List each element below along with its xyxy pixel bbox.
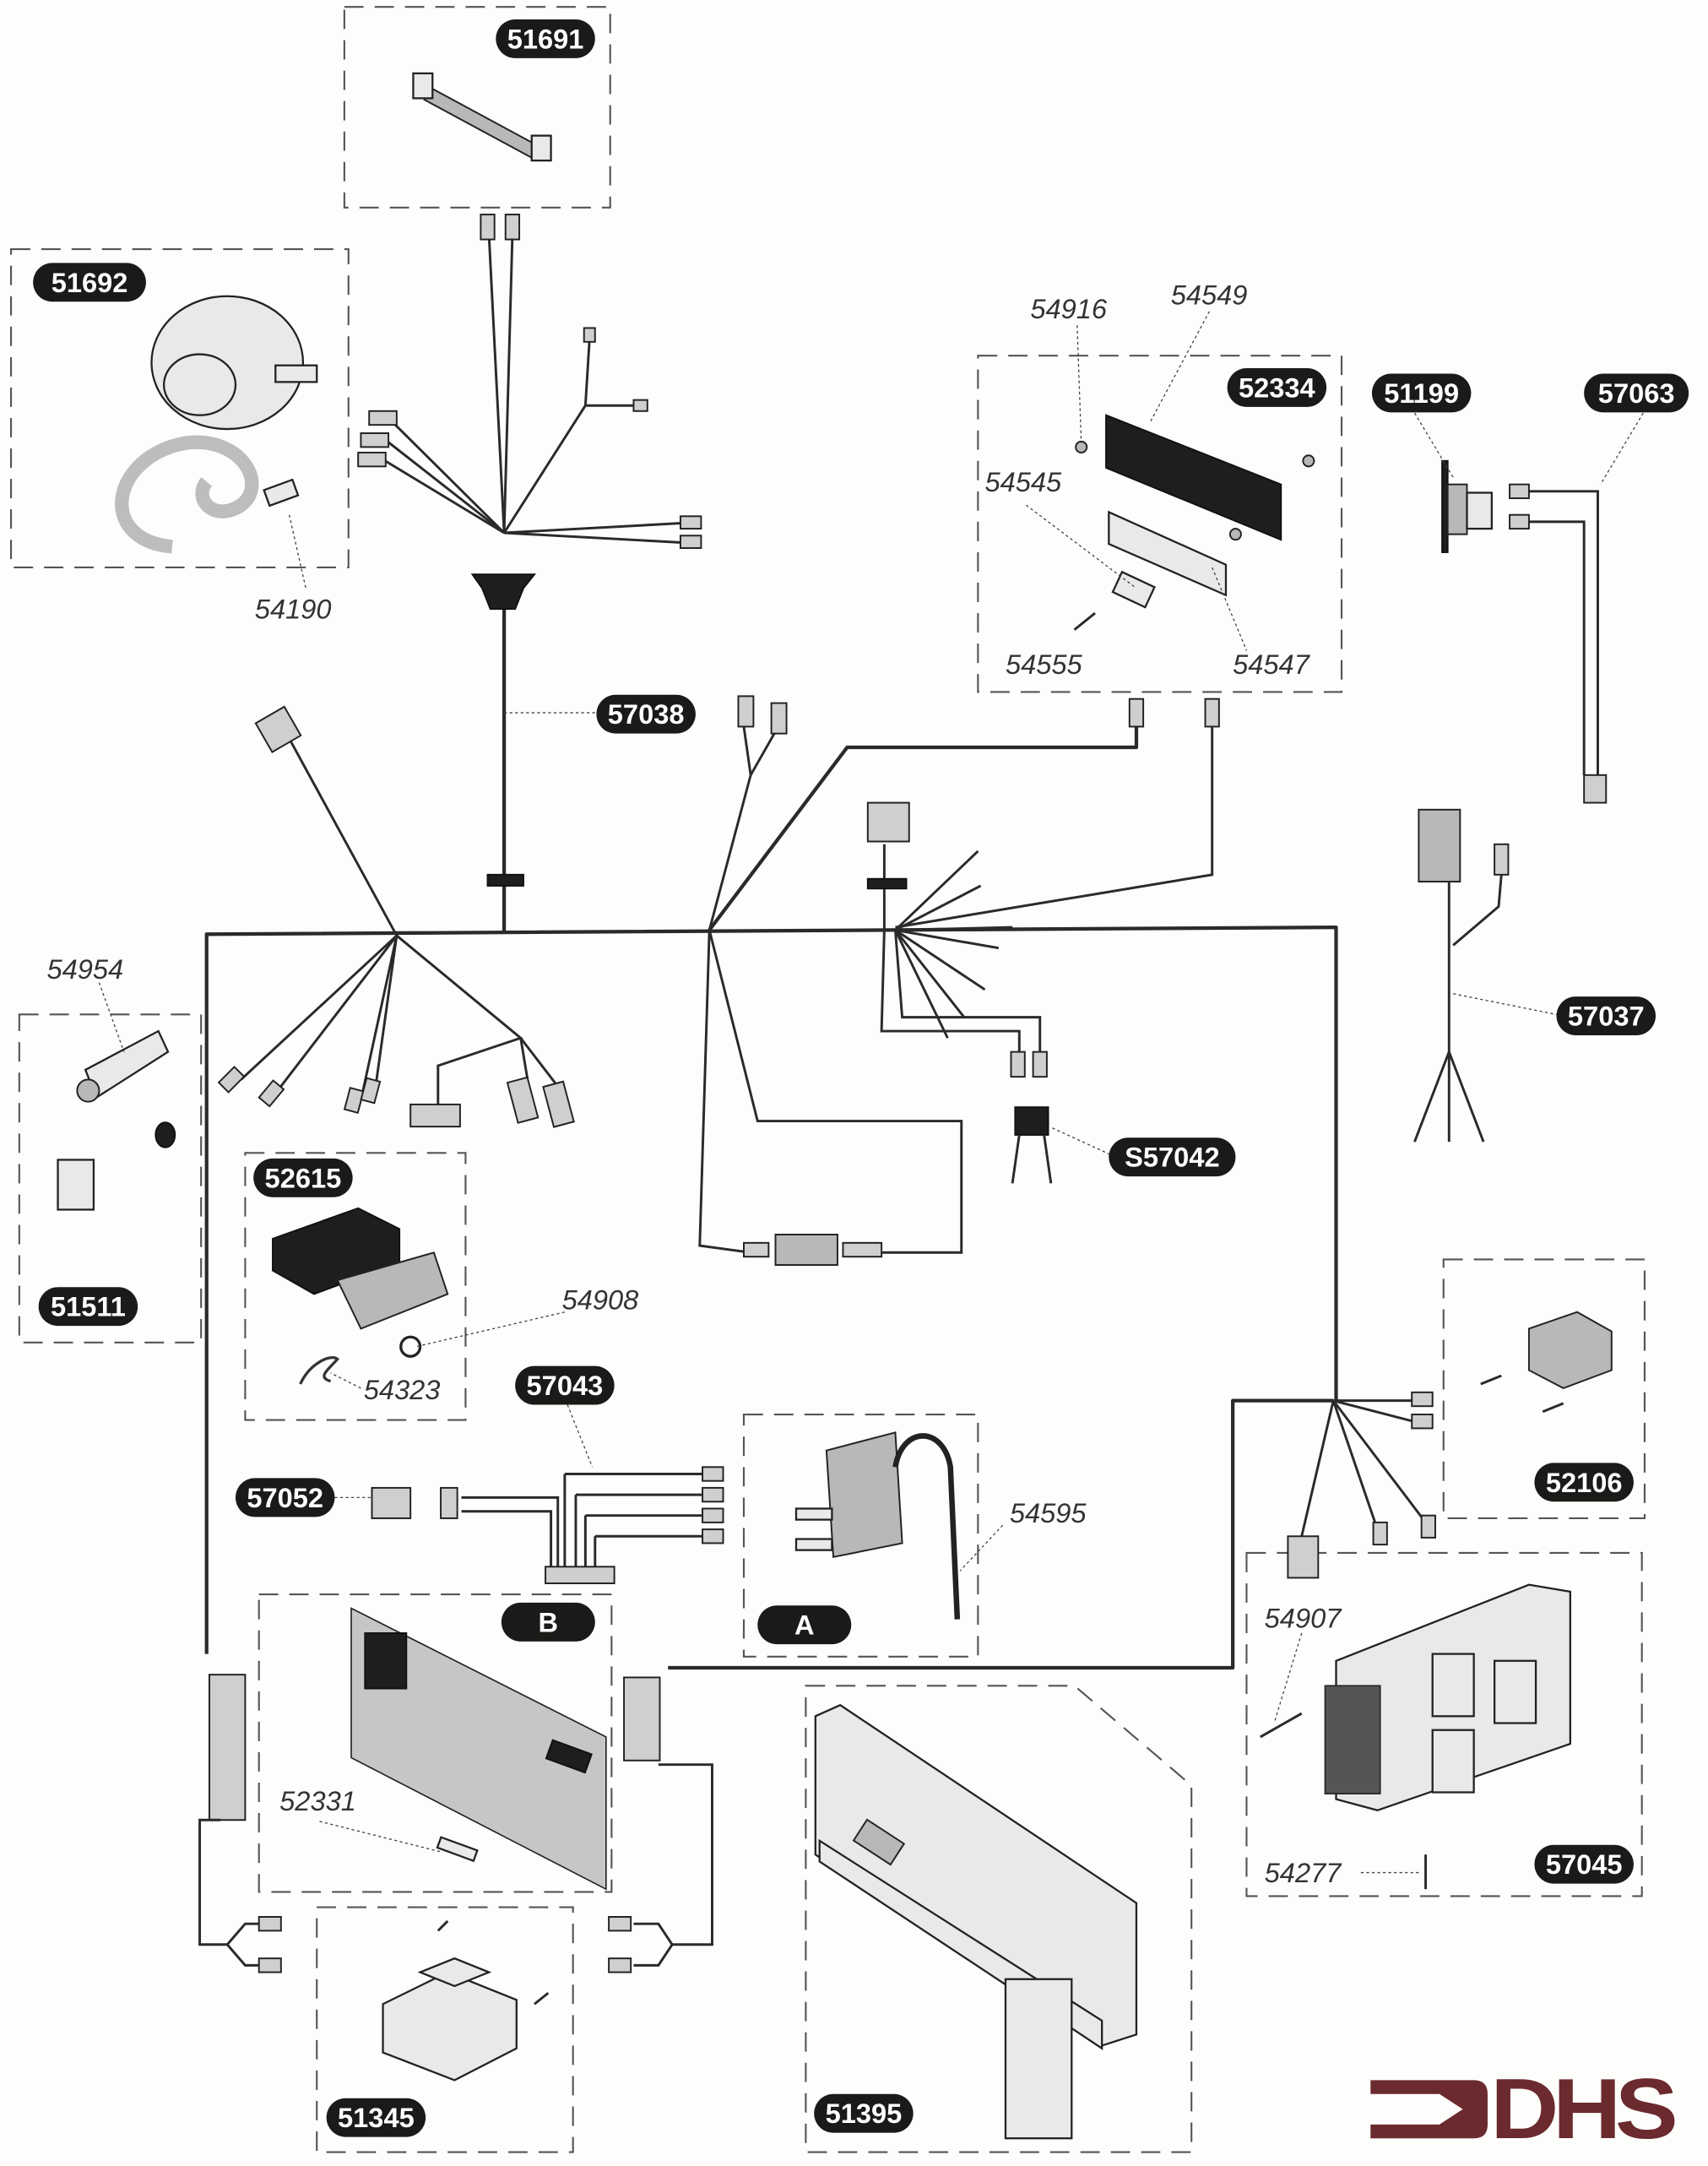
callout-54595[interactable]: 54595 [1010,1497,1087,1528]
callout-54916[interactable]: 54916 [1030,293,1108,324]
svg-text:57052: 57052 [247,1482,323,1513]
callout-57043[interactable]: 57043 [515,1365,615,1405]
callout-51511[interactable]: 51511 [38,1287,138,1327]
callout-51199[interactable]: 51199 [1371,373,1472,413]
callout-54549[interactable]: 54549 [1171,280,1248,311]
svg-text:57045: 57045 [1546,1848,1623,1880]
dhs-logo: DHS [1370,2061,1680,2157]
57037-plate [1418,808,1461,883]
brand-name: DHS [1490,2061,1675,2157]
svg-text:52334: 52334 [1239,372,1315,403]
callout-54190[interactable]: 54190 [255,594,332,625]
part-51511-illustration [57,1029,176,1211]
svg-text:A: A [794,1610,815,1641]
svg-text:51511: 51511 [51,1291,126,1322]
part-51345-illustration [382,1919,550,2082]
callout-57063[interactable]: 57063 [1584,373,1689,413]
callout-51345[interactable]: 51345 [326,2098,426,2137]
box-51691 [343,6,611,209]
svg-text:51691: 51691 [507,23,584,54]
part-51395-illustration [814,1703,1138,2140]
callout-52106[interactable]: 52106 [1534,1463,1634,1502]
svg-text:B: B [539,1606,559,1637]
callout-51692[interactable]: 51692 [33,263,146,302]
part-52106-illustration [1480,1311,1613,1414]
box-A [742,1413,979,1658]
svg-text:51395: 51395 [826,2098,903,2129]
svg-text:S57042: S57042 [1125,1142,1219,1173]
arrow-logo-icon [1370,2080,1488,2139]
part-51691-illustration [412,72,552,162]
svg-text:57063: 57063 [1598,377,1675,409]
callout-54555[interactable]: 54555 [1006,649,1083,680]
callout-51395[interactable]: 51395 [814,2093,914,2133]
box-52615 [244,1152,467,1421]
box-B [258,1593,613,1893]
svg-text:52615: 52615 [265,1162,342,1193]
part-51692-illustration [115,295,318,554]
part-57045-illustration [1260,1583,1571,1890]
boxed-callouts: 51691 51692 52334 51199 57063 57038 5703… [33,19,1689,2137]
part-B-illustration [350,1607,607,1891]
svg-text:57038: 57038 [608,698,685,730]
part-52615-illustration [272,1207,449,1385]
callout-51691[interactable]: 51691 [496,19,595,58]
box-51395 [805,1685,1193,2153]
callout-54545[interactable]: 54545 [984,466,1062,497]
callout-A[interactable]: A [757,1605,852,1645]
callout-54323[interactable]: 54323 [364,1374,441,1405]
svg-text:51199: 51199 [1384,377,1459,409]
plain-callouts: 54190 54916 54549 54545 54555 54547 5495… [46,280,1342,1889]
part-51199-illustration [1441,459,1494,553]
box-52106 [1442,1258,1646,1520]
callout-B[interactable]: B [501,1602,595,1642]
svg-text:51692: 51692 [52,267,128,298]
svg-text:57043: 57043 [527,1370,604,1401]
harness-wiring [198,214,1608,1973]
callout-52615[interactable]: 52615 [253,1158,353,1197]
box-51692 [9,247,350,569]
callout-54907[interactable]: 54907 [1265,1602,1343,1633]
callout-52334[interactable]: 52334 [1227,367,1327,407]
callout-57045[interactable]: 57045 [1534,1844,1634,1884]
svg-text:52106: 52106 [1546,1467,1623,1498]
part-52334-illustration [1073,414,1315,631]
part-A-illustration [794,1431,961,1620]
callout-57052[interactable]: 57052 [235,1478,335,1517]
callout-54908[interactable]: 54908 [562,1284,639,1315]
callout-57037[interactable]: 57037 [1556,996,1656,1035]
box-52334 [977,355,1343,693]
svg-text:57037: 57037 [1568,1000,1645,1031]
callout-57038[interactable]: 57038 [596,694,696,734]
callout-52331[interactable]: 52331 [279,1785,356,1816]
part-illustrations [57,72,1613,2140]
part-boxes [9,6,1646,2153]
callout-S57042[interactable]: S57042 [1109,1137,1236,1177]
callout-54547[interactable]: 54547 [1233,649,1311,680]
box-51345 [316,1906,574,2153]
svg-text:51345: 51345 [338,2102,415,2133]
box-57045 [1245,1551,1643,1897]
callout-54954[interactable]: 54954 [46,953,123,985]
callout-54277[interactable]: 54277 [1265,1857,1343,1888]
